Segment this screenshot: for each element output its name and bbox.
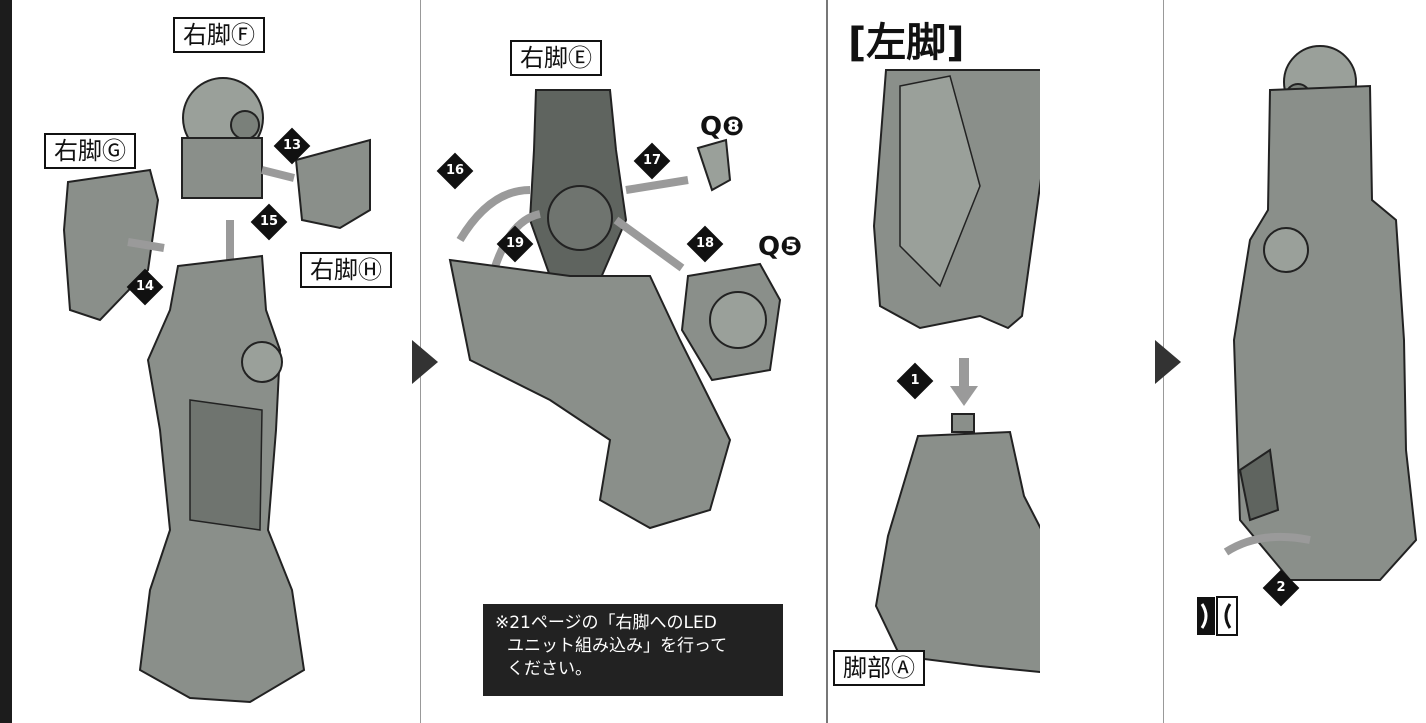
thigh-assembly-illustration [448, 89, 782, 530]
section-title-left-leg: [左脚] [848, 20, 965, 66]
label-right-leg-h: 右脚Ⓗ [300, 252, 392, 288]
label-right-leg-f: 右脚Ⓕ [173, 17, 265, 53]
next-step-arrow-1 [412, 340, 438, 384]
step-15-marker: 15 [250, 203, 288, 241]
note-line-1: ※21ページの「右脚へのLED [495, 613, 717, 633]
next-step-arrow-2 [1155, 340, 1181, 384]
step-17-marker: 17 [633, 142, 671, 180]
step-13-marker: 13 [273, 127, 311, 165]
step-2-marker: 2 [1262, 569, 1300, 607]
label-leg-a: 脚部Ⓐ [833, 650, 925, 686]
step-14-marker: 14 [126, 268, 164, 306]
label-right-leg-e: 右脚Ⓔ [510, 40, 602, 76]
pivot-rotation-icon [1197, 596, 1238, 636]
step-18-marker: 18 [686, 225, 724, 263]
label-right-leg-g: 右脚Ⓖ [44, 133, 136, 169]
note-line-2: ユニット組み込み」を行って [507, 636, 728, 656]
part-q5: Q❺ [758, 232, 803, 262]
step-16-marker: 16 [436, 152, 474, 190]
left-leg-assembly-illustration [872, 69, 1040, 674]
divider-2 [826, 0, 828, 723]
left-leg-completed-illustration [1223, 45, 1418, 581]
note-line-3: ください。 [507, 659, 592, 679]
right-leg-assembly-illustration [62, 77, 371, 704]
step-1-marker: 1 [896, 362, 934, 400]
part-q8: Q❽ [700, 112, 745, 142]
page-edge [0, 0, 12, 723]
note-led-unit: ※21ページの「右脚へのLED ユニット組み込み」を行って ください。 [483, 604, 783, 696]
step-19-marker: 19 [496, 225, 534, 263]
